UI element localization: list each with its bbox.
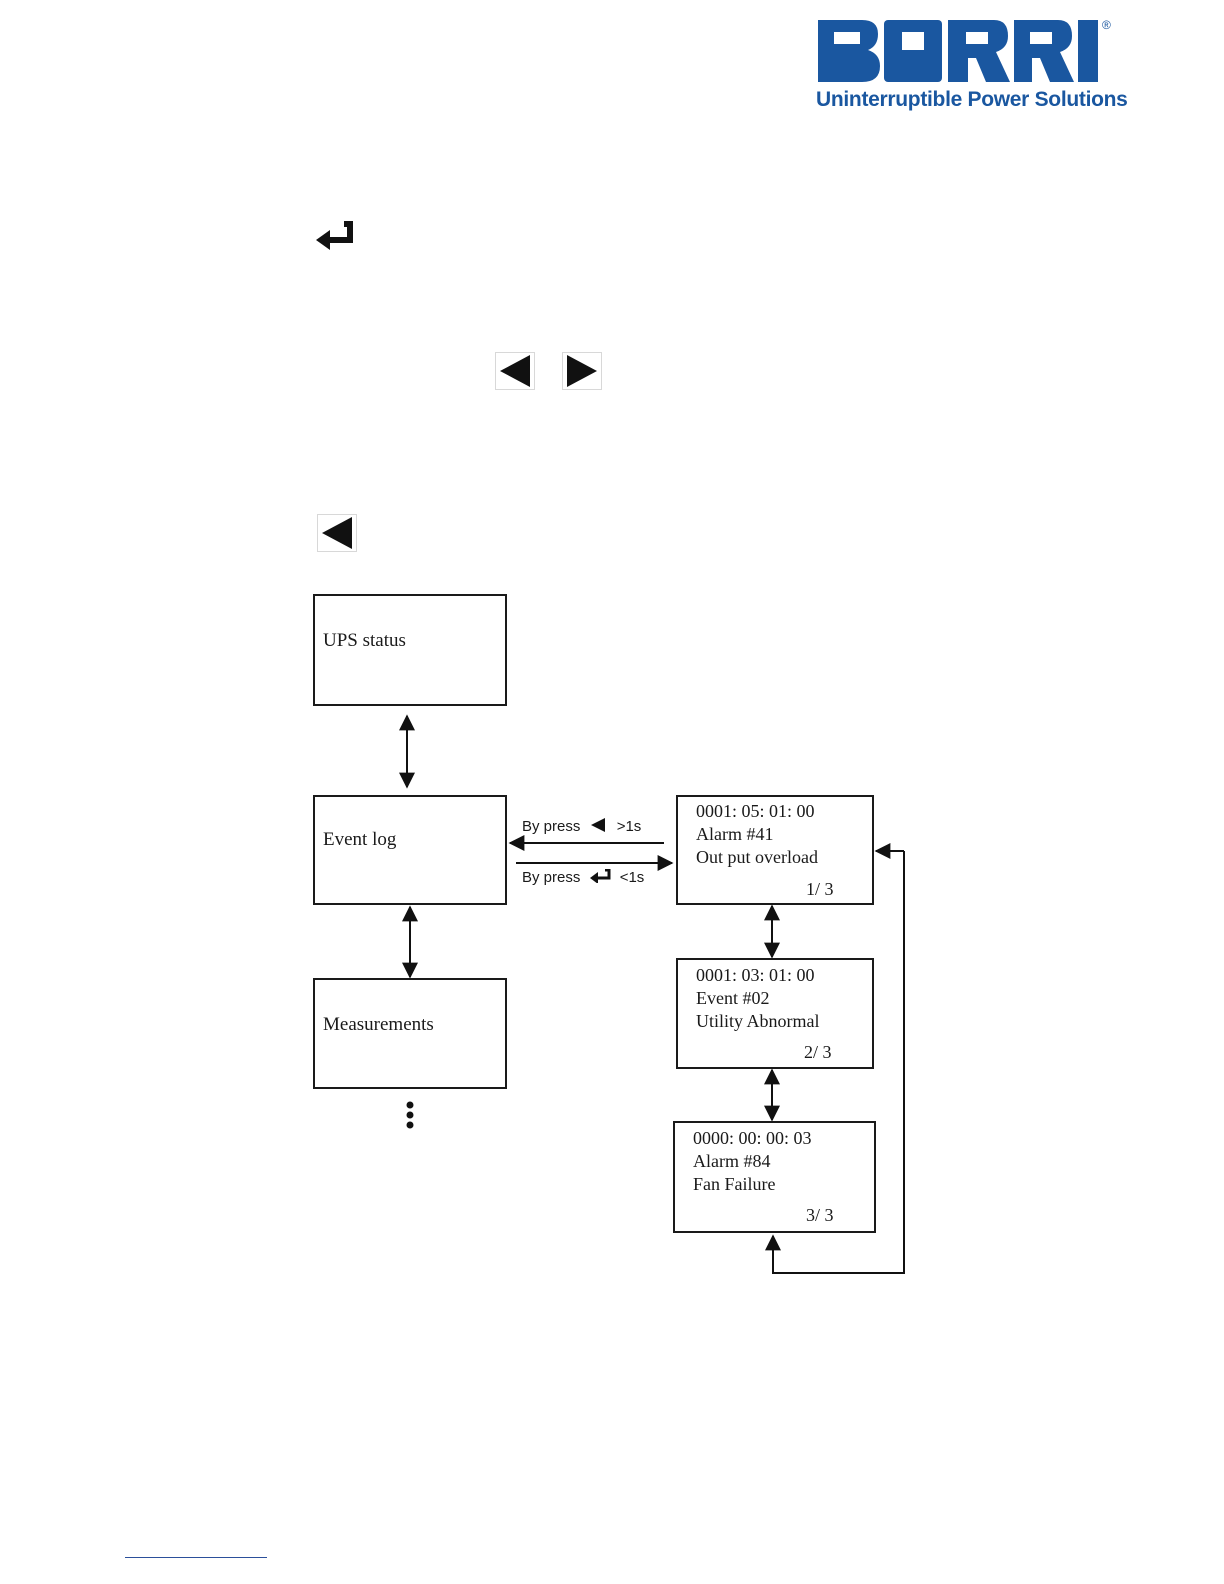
event-description: Utility Abnormal [696,1011,820,1032]
event-box-1: 0001: 05: 01: 00 Alarm #41 Out put overl… [676,795,874,905]
event-description: Out put overload [696,847,818,868]
menu-box-measurements: Measurements [313,978,507,1089]
footer-rule [125,1557,267,1558]
enter-icon [589,869,613,883]
event-code: Alarm #84 [693,1151,770,1172]
event-page: 2/ 3 [804,1042,832,1063]
event-time: 0000: 00: 00: 03 [693,1128,812,1149]
back-arrow-label: By press >1s [522,818,641,835]
menu-box-event-log: Event log [313,795,507,905]
event-box-2: 0001: 03: 01: 00 Event #02 Utility Abnor… [676,958,874,1069]
menu-label: UPS status [323,630,406,652]
event-page: 3/ 3 [806,1205,834,1226]
more-items-ellipsis [407,1102,414,1129]
event-box-3: 0000: 00: 00: 03 Alarm #84 Fan Failure 3… [673,1121,876,1233]
left-arrow-icon [589,818,607,832]
event-code: Event #02 [696,988,770,1009]
event-time: 0001: 03: 01: 00 [696,965,815,986]
event-time: 0001: 05: 01: 00 [696,801,815,822]
event-page: 1/ 3 [806,879,834,900]
enter-arrow-label: By press <1s [522,869,644,886]
event-code: Alarm #41 [696,824,773,845]
menu-label: Event log [323,829,396,851]
event-description: Fan Failure [693,1174,776,1195]
menu-box-ups-status: UPS status [313,594,507,706]
menu-label: Measurements [323,1014,434,1036]
